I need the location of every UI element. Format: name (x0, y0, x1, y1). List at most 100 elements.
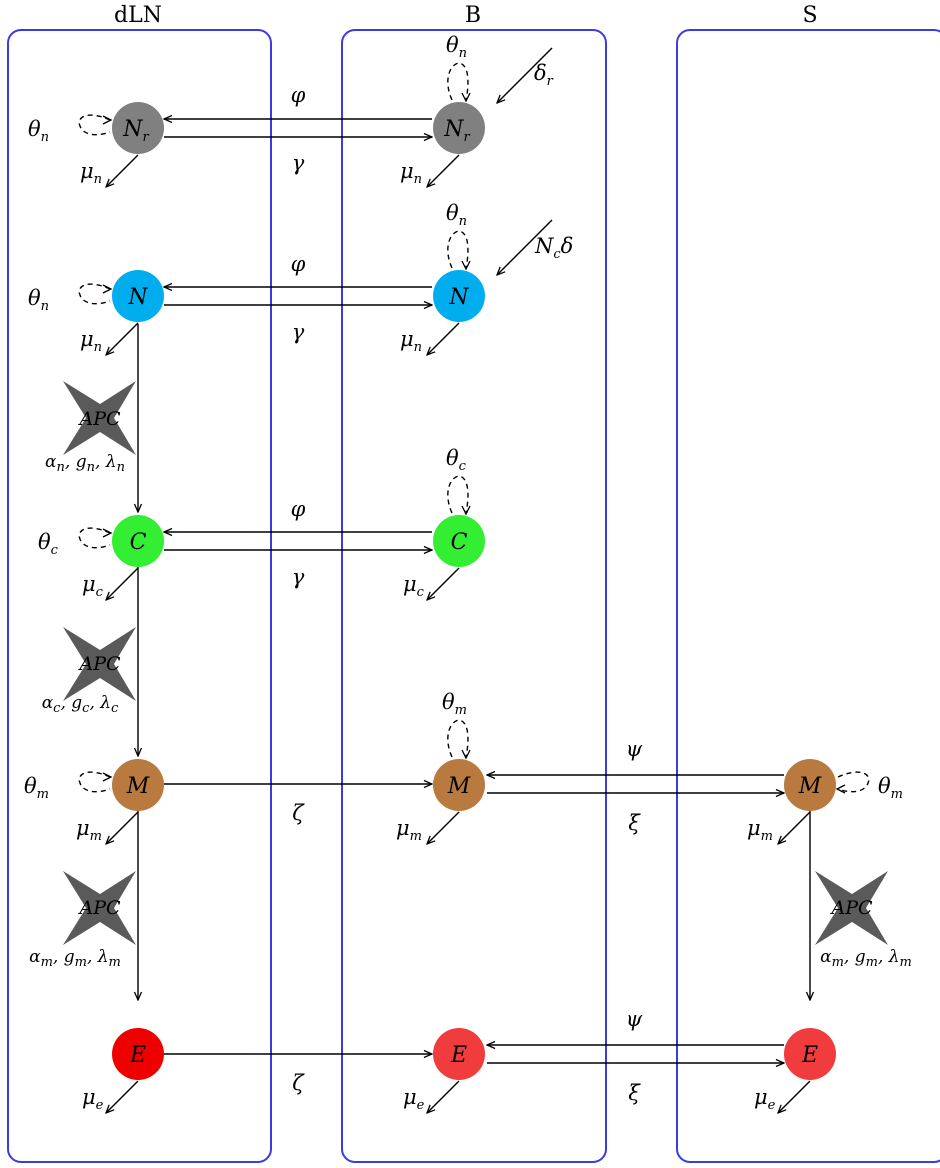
apc-params-m-s: αm, gm, λm (820, 947, 912, 970)
node-circle (433, 102, 485, 154)
node-dln-m: M (112, 759, 164, 811)
apc-label-n: APC (77, 408, 121, 430)
label-mu-c-b: μc (403, 572, 425, 600)
loop-arrowhead-b-n (461, 260, 471, 271)
label-nc-delta: Ncδ (534, 234, 573, 262)
node-circle (112, 270, 164, 322)
arrow-influx-n (497, 219, 553, 275)
label-mu-n-dln-nr: μn (80, 159, 102, 187)
node-label: E (450, 1043, 467, 1068)
node-s-m: M (784, 759, 836, 811)
node-b-n: N (433, 270, 485, 322)
column-title-s: S (802, 3, 817, 28)
label-phi-c: φ (291, 497, 306, 521)
apc-star-c (63, 627, 136, 701)
label-theta-n-b-nr: θn (446, 33, 467, 61)
label-gamma-c: γ (292, 565, 305, 589)
label-mu-e-b: μe (403, 1085, 425, 1113)
label-psi-e: ψ (626, 1007, 643, 1031)
label-zeta-m: ζ (292, 801, 305, 825)
node-dln-nr: Nr (112, 102, 164, 154)
death-arrow-dln-c (106, 567, 139, 600)
node-circle (784, 759, 836, 811)
death-arrow-b-e (427, 1080, 460, 1113)
label-mu-e-s: μe (754, 1085, 776, 1113)
node-circle (784, 1028, 836, 1080)
label-xi-e: ξ (628, 1081, 641, 1105)
node-label: Nr (122, 117, 149, 145)
label-mu-m-s: μm (747, 816, 773, 844)
loop-s-m (837, 771, 870, 793)
label-theta-m-dln: θm (24, 774, 49, 802)
loop-dln-c (78, 527, 111, 549)
apc-params-m-dln: αm, gm, λm (29, 947, 121, 970)
node-b-m: M (433, 759, 485, 811)
loop-b-m (447, 719, 469, 758)
death-arrow-b-nr (427, 154, 460, 187)
death-arrow-b-n (427, 322, 460, 355)
node-circle (433, 1028, 485, 1080)
apc-label-m-dln: APC (77, 897, 121, 919)
loop-dln-nr (78, 114, 111, 136)
node-label: M (798, 774, 822, 799)
label-gamma-nr: γ (292, 151, 305, 175)
column-title-dln: dLN (114, 3, 162, 28)
node-circle (433, 515, 485, 567)
node-dln-n: N (112, 270, 164, 322)
node-b-e: E (433, 1028, 485, 1080)
label-theta-n-b-n: θn (446, 201, 467, 229)
label-mu-m-dln: μm (76, 816, 102, 844)
label-psi-m: ψ (626, 737, 643, 761)
label-xi-m: ξ (628, 811, 641, 835)
label-delta-r: δr (534, 61, 554, 89)
apc-star-m-s (815, 871, 888, 945)
node-circle (112, 515, 164, 567)
label-theta-m-b: θm (442, 690, 467, 718)
label-phi-n: φ (291, 252, 306, 276)
loop-arrowhead-dln-n (102, 284, 113, 294)
loop-arrowhead-b-nr (461, 92, 471, 103)
death-arrow-s-m (778, 811, 811, 844)
label-mu-n-b-nr: μn (400, 159, 422, 187)
label-phi-nr: φ (291, 83, 306, 107)
label-mu-e-dln: μe (82, 1085, 104, 1113)
death-arrow-dln-n (106, 322, 139, 355)
label-mu-n-b-n: μn (400, 327, 422, 355)
label-zeta-e: ζ (292, 1071, 305, 1095)
label-gamma-n: γ (292, 320, 305, 344)
node-s-e: E (784, 1028, 836, 1080)
death-arrow-dln-m (106, 811, 139, 844)
node-label: C (451, 530, 468, 555)
node-label: E (129, 1043, 146, 1068)
column-box-dln (7, 29, 272, 1163)
apc-label-m-s: APC (829, 897, 873, 919)
apc-star-m-dln (63, 871, 136, 945)
death-arrow-b-m (427, 811, 460, 844)
node-circle (433, 270, 485, 322)
loop-b-n (447, 230, 469, 269)
node-circle (112, 1028, 164, 1080)
loop-arrowhead-dln-nr (102, 115, 113, 125)
node-label: N (127, 285, 148, 310)
label-theta-c-b: θc (446, 446, 467, 474)
loop-b-c (447, 475, 469, 514)
node-label: E (801, 1043, 818, 1068)
label-theta-c-dln: θc (38, 530, 59, 558)
apc-star-n (63, 381, 136, 455)
apc-params-n: αn, gn, λn (45, 452, 125, 475)
loop-arrowhead-dln-m (102, 772, 113, 782)
column-title-b: B (465, 3, 481, 28)
node-label: N (448, 285, 469, 310)
loop-arrowhead-dln-c (102, 528, 113, 538)
death-arrow-b-c (427, 567, 460, 600)
apc-label-c: APC (77, 653, 121, 675)
node-circle (433, 759, 485, 811)
loop-arrowhead-b-m (461, 749, 471, 760)
node-label: Nr (443, 117, 470, 145)
loop-b-nr (447, 62, 469, 101)
node-circle (112, 102, 164, 154)
loop-arrowhead-b-c (461, 505, 471, 516)
death-arrow-dln-nr (106, 154, 139, 187)
column-box-s (676, 29, 940, 1163)
